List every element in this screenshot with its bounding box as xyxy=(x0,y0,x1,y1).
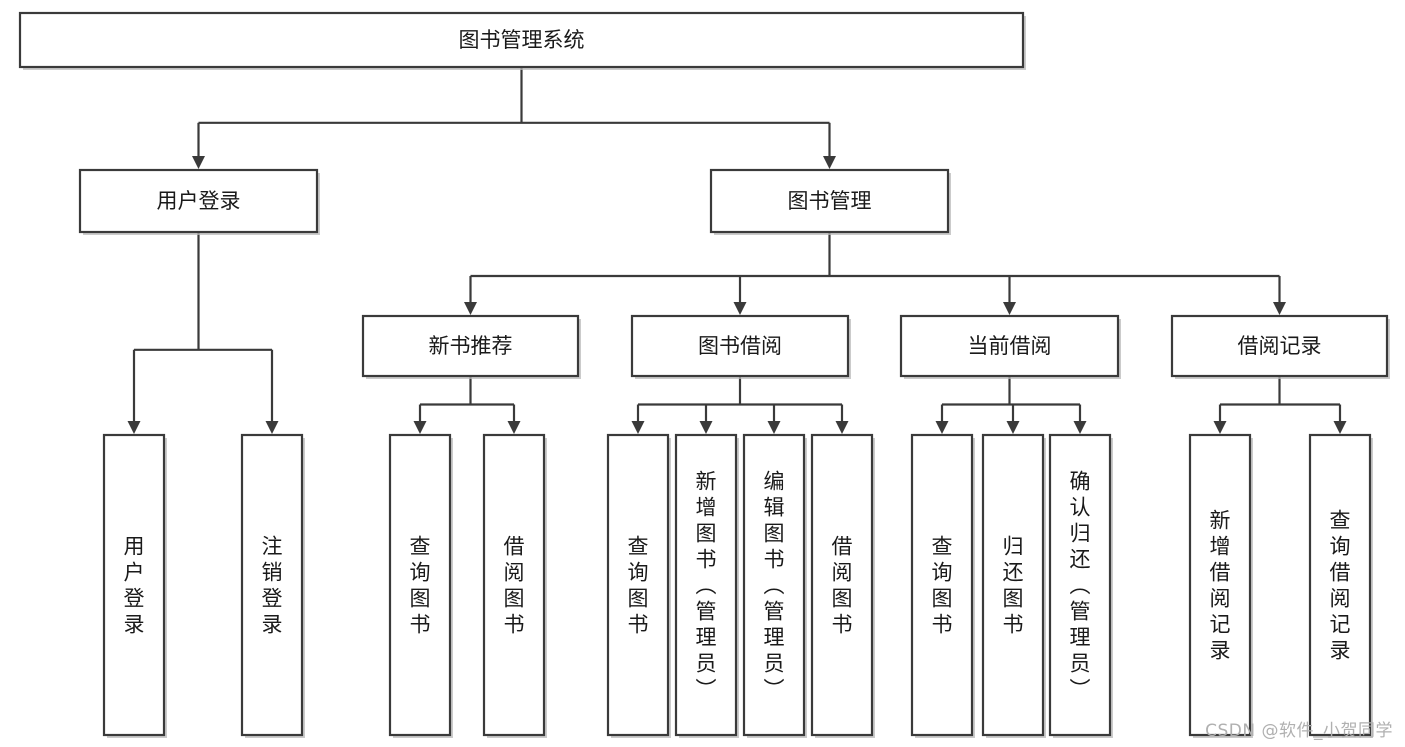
node-label: 借阅记录 xyxy=(1238,334,1322,358)
node-leaf-add-borrow-record[interactable]: 新增借阅记录 xyxy=(1188,433,1253,738)
arrow-head-icon xyxy=(631,421,645,434)
node-label: 查询图书 xyxy=(628,534,649,636)
node-label: 查询图书 xyxy=(410,534,431,636)
arrow-head-icon xyxy=(192,156,205,169)
node-book-manage[interactable]: 图书管理 xyxy=(709,168,951,235)
node-box[interactable] xyxy=(1048,433,1112,737)
node-label: 用户登录 xyxy=(157,189,241,213)
arrow-head-icon xyxy=(1003,302,1016,315)
arrow-head-icon xyxy=(1073,421,1087,434)
node-leaf-query-book-borrow[interactable]: 查询图书 xyxy=(606,433,671,738)
node-boxes: 图书管理系统用户登录图书管理新书推荐图书借阅当前借阅借阅记录用户登录注销登录查询… xyxy=(18,11,1390,738)
node-box[interactable] xyxy=(910,433,974,737)
arrow-head-icon xyxy=(835,421,849,434)
node-box[interactable] xyxy=(981,433,1045,737)
node-box[interactable] xyxy=(361,314,580,378)
node-leaf-confirm-return[interactable]: 确认归还︵管理员︶ xyxy=(1048,433,1113,738)
node-box[interactable] xyxy=(1170,314,1389,378)
node-leaf-edit-book[interactable]: 编辑图书︵管理员︶ xyxy=(742,433,807,738)
node-leaf-user-logout[interactable]: 注销登录 xyxy=(240,433,305,738)
node-label: 新书推荐 xyxy=(429,334,513,358)
node-label: 新增借阅记录 xyxy=(1210,508,1231,662)
node-box[interactable] xyxy=(78,168,319,234)
csdn-watermark: CSDN @软件_小贺同学 xyxy=(1205,721,1393,741)
node-user-login[interactable]: 用户登录 xyxy=(78,168,320,235)
node-label: 借阅图书 xyxy=(504,534,525,636)
node-leaf-query-book-recommend[interactable]: 查询图书 xyxy=(388,433,453,738)
node-label: 注销登录 xyxy=(262,534,283,636)
node-leaf-borrow-book-recommend[interactable]: 借阅图书 xyxy=(482,433,547,738)
node-box[interactable] xyxy=(709,168,950,234)
node-box[interactable] xyxy=(1188,433,1252,737)
arrow-head-icon xyxy=(464,302,477,315)
node-label: 图书管理系统 xyxy=(459,28,585,52)
node-label: 新增图书︵管理员︶ xyxy=(696,469,717,701)
node-box[interactable] xyxy=(1308,433,1372,737)
node-label: 用户登录 xyxy=(124,534,145,636)
node-label: 归还图书 xyxy=(1003,534,1024,636)
node-box[interactable] xyxy=(810,433,874,737)
arrow-head-icon xyxy=(1213,421,1227,434)
arrow-head-icon xyxy=(1006,421,1020,434)
arrow-head-icon xyxy=(935,421,949,434)
node-root[interactable]: 图书管理系统 xyxy=(18,11,1026,70)
node-borrow-record[interactable]: 借阅记录 xyxy=(1170,314,1390,379)
arrow-head-icon xyxy=(699,421,713,434)
node-box[interactable] xyxy=(18,11,1025,69)
node-box[interactable] xyxy=(482,433,546,737)
node-leaf-borrow-book[interactable]: 借阅图书 xyxy=(810,433,875,738)
arrow-head-icon xyxy=(823,156,836,169)
arrow-head-icon xyxy=(127,421,141,434)
node-label: 图书借阅 xyxy=(698,334,782,358)
node-box[interactable] xyxy=(742,433,806,737)
node-label: 确认归还︵管理员︶ xyxy=(1070,469,1091,701)
node-box[interactable] xyxy=(606,433,670,737)
node-box[interactable] xyxy=(388,433,452,737)
node-leaf-query-borrow-record[interactable]: 查询借阅记录 xyxy=(1308,433,1373,738)
node-label: 当前借阅 xyxy=(968,334,1052,358)
node-box[interactable] xyxy=(899,314,1120,378)
node-label: 查询图书 xyxy=(932,534,953,636)
arrow-head-icon xyxy=(767,421,781,434)
arrow-head-icon xyxy=(265,421,279,434)
node-current-borrow[interactable]: 当前借阅 xyxy=(899,314,1121,379)
node-label: 借阅图书 xyxy=(832,534,853,636)
node-leaf-add-book[interactable]: 新增图书︵管理员︶ xyxy=(674,433,739,738)
arrow-head-icon xyxy=(507,421,521,434)
node-box[interactable] xyxy=(240,433,304,737)
node-box[interactable] xyxy=(630,314,850,378)
node-leaf-user-login[interactable]: 用户登录 xyxy=(102,433,167,738)
arrow-head-icon xyxy=(1273,302,1286,315)
connector-edges xyxy=(127,67,1347,434)
arrow-head-icon xyxy=(1333,421,1347,434)
node-label: 编辑图书︵管理员︶ xyxy=(764,469,785,701)
node-box[interactable] xyxy=(674,433,738,737)
node-leaf-query-book-current[interactable]: 查询图书 xyxy=(910,433,975,738)
node-new-book-recommend[interactable]: 新书推荐 xyxy=(361,314,581,379)
node-label: 查询借阅记录 xyxy=(1330,508,1351,662)
node-leaf-return-book[interactable]: 归还图书 xyxy=(981,433,1046,738)
node-label: 图书管理 xyxy=(788,189,872,213)
node-box[interactable] xyxy=(102,433,166,737)
arrow-head-icon xyxy=(733,302,747,315)
node-book-borrow[interactable]: 图书借阅 xyxy=(630,314,851,379)
arrow-head-icon xyxy=(413,421,427,434)
